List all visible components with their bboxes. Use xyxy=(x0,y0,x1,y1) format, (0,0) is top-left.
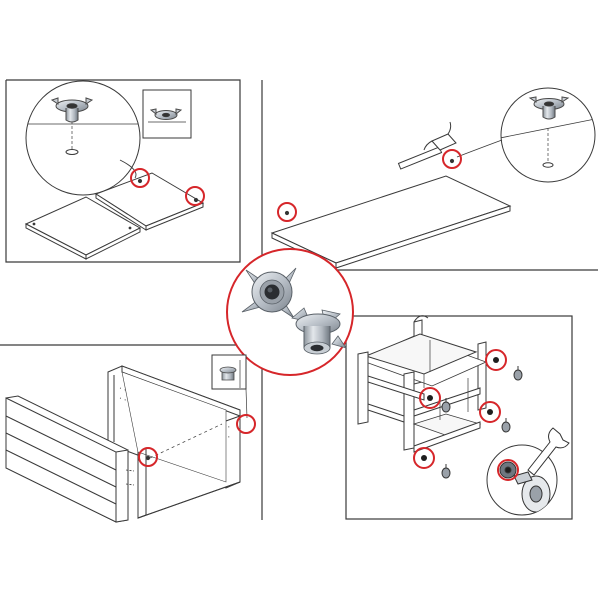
t-nut-icon xyxy=(528,96,570,120)
highlight-ring xyxy=(413,447,435,469)
highlight-ring xyxy=(130,168,150,188)
cart-frame xyxy=(357,315,488,453)
highlight-ring xyxy=(185,186,205,206)
highlight-ring xyxy=(497,459,519,481)
highlight-rings-top-left xyxy=(130,168,205,206)
highlight-ring xyxy=(479,401,501,423)
highlight-ring xyxy=(236,414,256,434)
drawer-front xyxy=(5,395,129,523)
shelf-board-front xyxy=(24,196,142,260)
wrench-icon xyxy=(527,427,570,476)
highlight-rings-bottom-left xyxy=(138,414,256,467)
t-nut-icon xyxy=(219,366,237,381)
t-nut-icon xyxy=(149,108,183,120)
panel-bottom-right xyxy=(357,315,570,516)
drawer-box xyxy=(107,365,241,519)
highlight-rings-top-right xyxy=(277,149,462,222)
caster-wheel xyxy=(501,418,511,433)
panel-bottom-left xyxy=(5,354,248,523)
highlight-ring xyxy=(138,447,158,467)
magnifier-circle xyxy=(25,80,141,196)
highlight-ring xyxy=(419,387,441,409)
highlight-ring xyxy=(442,149,462,169)
panel-top-right xyxy=(270,87,596,269)
t-nut-icon xyxy=(241,267,297,319)
panel-top-left xyxy=(24,80,205,260)
caster-wheel xyxy=(441,398,451,413)
center-callout xyxy=(226,248,354,376)
highlight-rings-bottom-right xyxy=(413,349,519,481)
highlight-ring xyxy=(277,202,297,222)
hole-markers xyxy=(421,357,499,461)
t-nut-icon xyxy=(50,97,94,123)
highlight-ring xyxy=(485,349,507,371)
shelf-board-back xyxy=(94,172,205,231)
caster-wheel xyxy=(499,461,551,513)
frame-top-left xyxy=(5,79,241,263)
hammer-icon xyxy=(397,121,457,170)
detail-inset xyxy=(142,89,192,139)
leader-line xyxy=(119,159,137,179)
caster-wheel xyxy=(513,366,523,381)
leader-line xyxy=(456,139,503,158)
frame-bottom-right xyxy=(345,315,573,520)
t-nut-icon xyxy=(291,307,347,355)
caster-wheel xyxy=(441,464,451,479)
dowel-pins xyxy=(125,469,135,486)
